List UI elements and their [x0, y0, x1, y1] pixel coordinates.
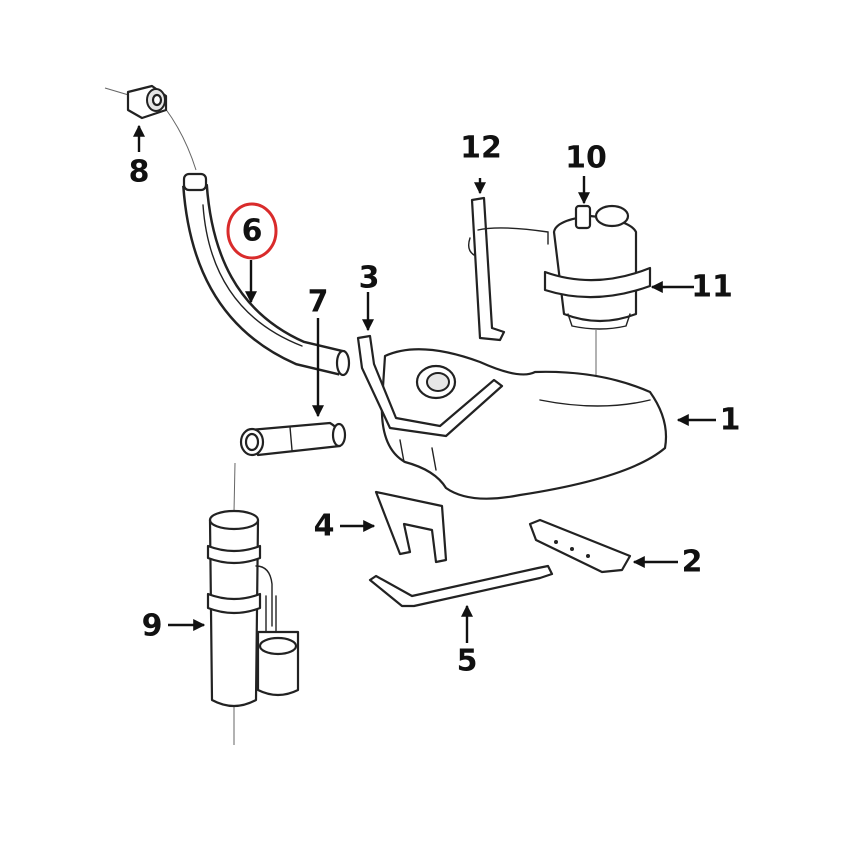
bracket-part: [467, 196, 549, 342]
filler-hose-part: [182, 172, 351, 377]
callout-3: 3: [359, 261, 380, 296]
callout-7: 7: [308, 285, 329, 320]
callout-5: 5: [457, 644, 478, 679]
grommet-part: [126, 84, 168, 120]
long-strap-part: [368, 564, 554, 608]
callout-12: 12: [460, 131, 502, 166]
callout-9: 9: [142, 609, 163, 644]
fuel-pump-part: [206, 509, 300, 708]
callout-1: 1: [720, 403, 741, 438]
canister-part: [543, 204, 652, 330]
callout-6: 6: [242, 214, 263, 249]
small-bracket-part: [374, 490, 448, 564]
callout-2: 2: [682, 545, 703, 580]
callout-labels: 1 2 3 4 5 6 7 8 9 10 11 12: [129, 131, 741, 679]
plate-part: [528, 518, 632, 574]
callout-10: 10: [565, 141, 607, 176]
fuel-tank-part: [380, 348, 668, 500]
tank-strap-part: [356, 334, 504, 438]
callout-11: 11: [691, 270, 733, 305]
callout-4: 4: [314, 509, 335, 544]
short-hose-part: [239, 421, 347, 457]
highlight-circle: [226, 202, 278, 260]
callout-arrows: [133, 124, 716, 643]
callout-8: 8: [129, 155, 150, 190]
